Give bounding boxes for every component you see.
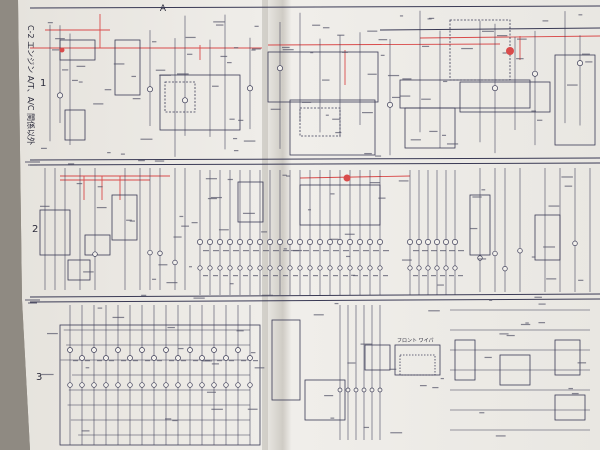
row-number-1: 1	[40, 78, 46, 89]
row3-components	[59, 319, 586, 446]
annotation-marks	[40, 14, 593, 437]
red-power-lines	[30, 14, 600, 200]
column-marker-a: A	[160, 4, 167, 14]
vertical-title: C-2 エンジン A/T、A/C 関係以外	[26, 25, 36, 145]
front-wiper-label: フロント ワイパ	[397, 338, 434, 344]
ground-symbols	[25, 161, 40, 304]
row-number-2: 2	[32, 224, 38, 235]
center-fold	[262, 0, 268, 450]
bus-lines	[29, 5, 600, 303]
red-terminals	[59, 47, 514, 182]
vertical-wires	[44, 10, 591, 445]
connector-circles	[57, 60, 583, 393]
vertical-title-text: C-2 エンジン A/T、A/C 関係以外	[26, 25, 36, 145]
table-background	[0, 0, 30, 450]
row-number-3: 3	[36, 372, 42, 383]
